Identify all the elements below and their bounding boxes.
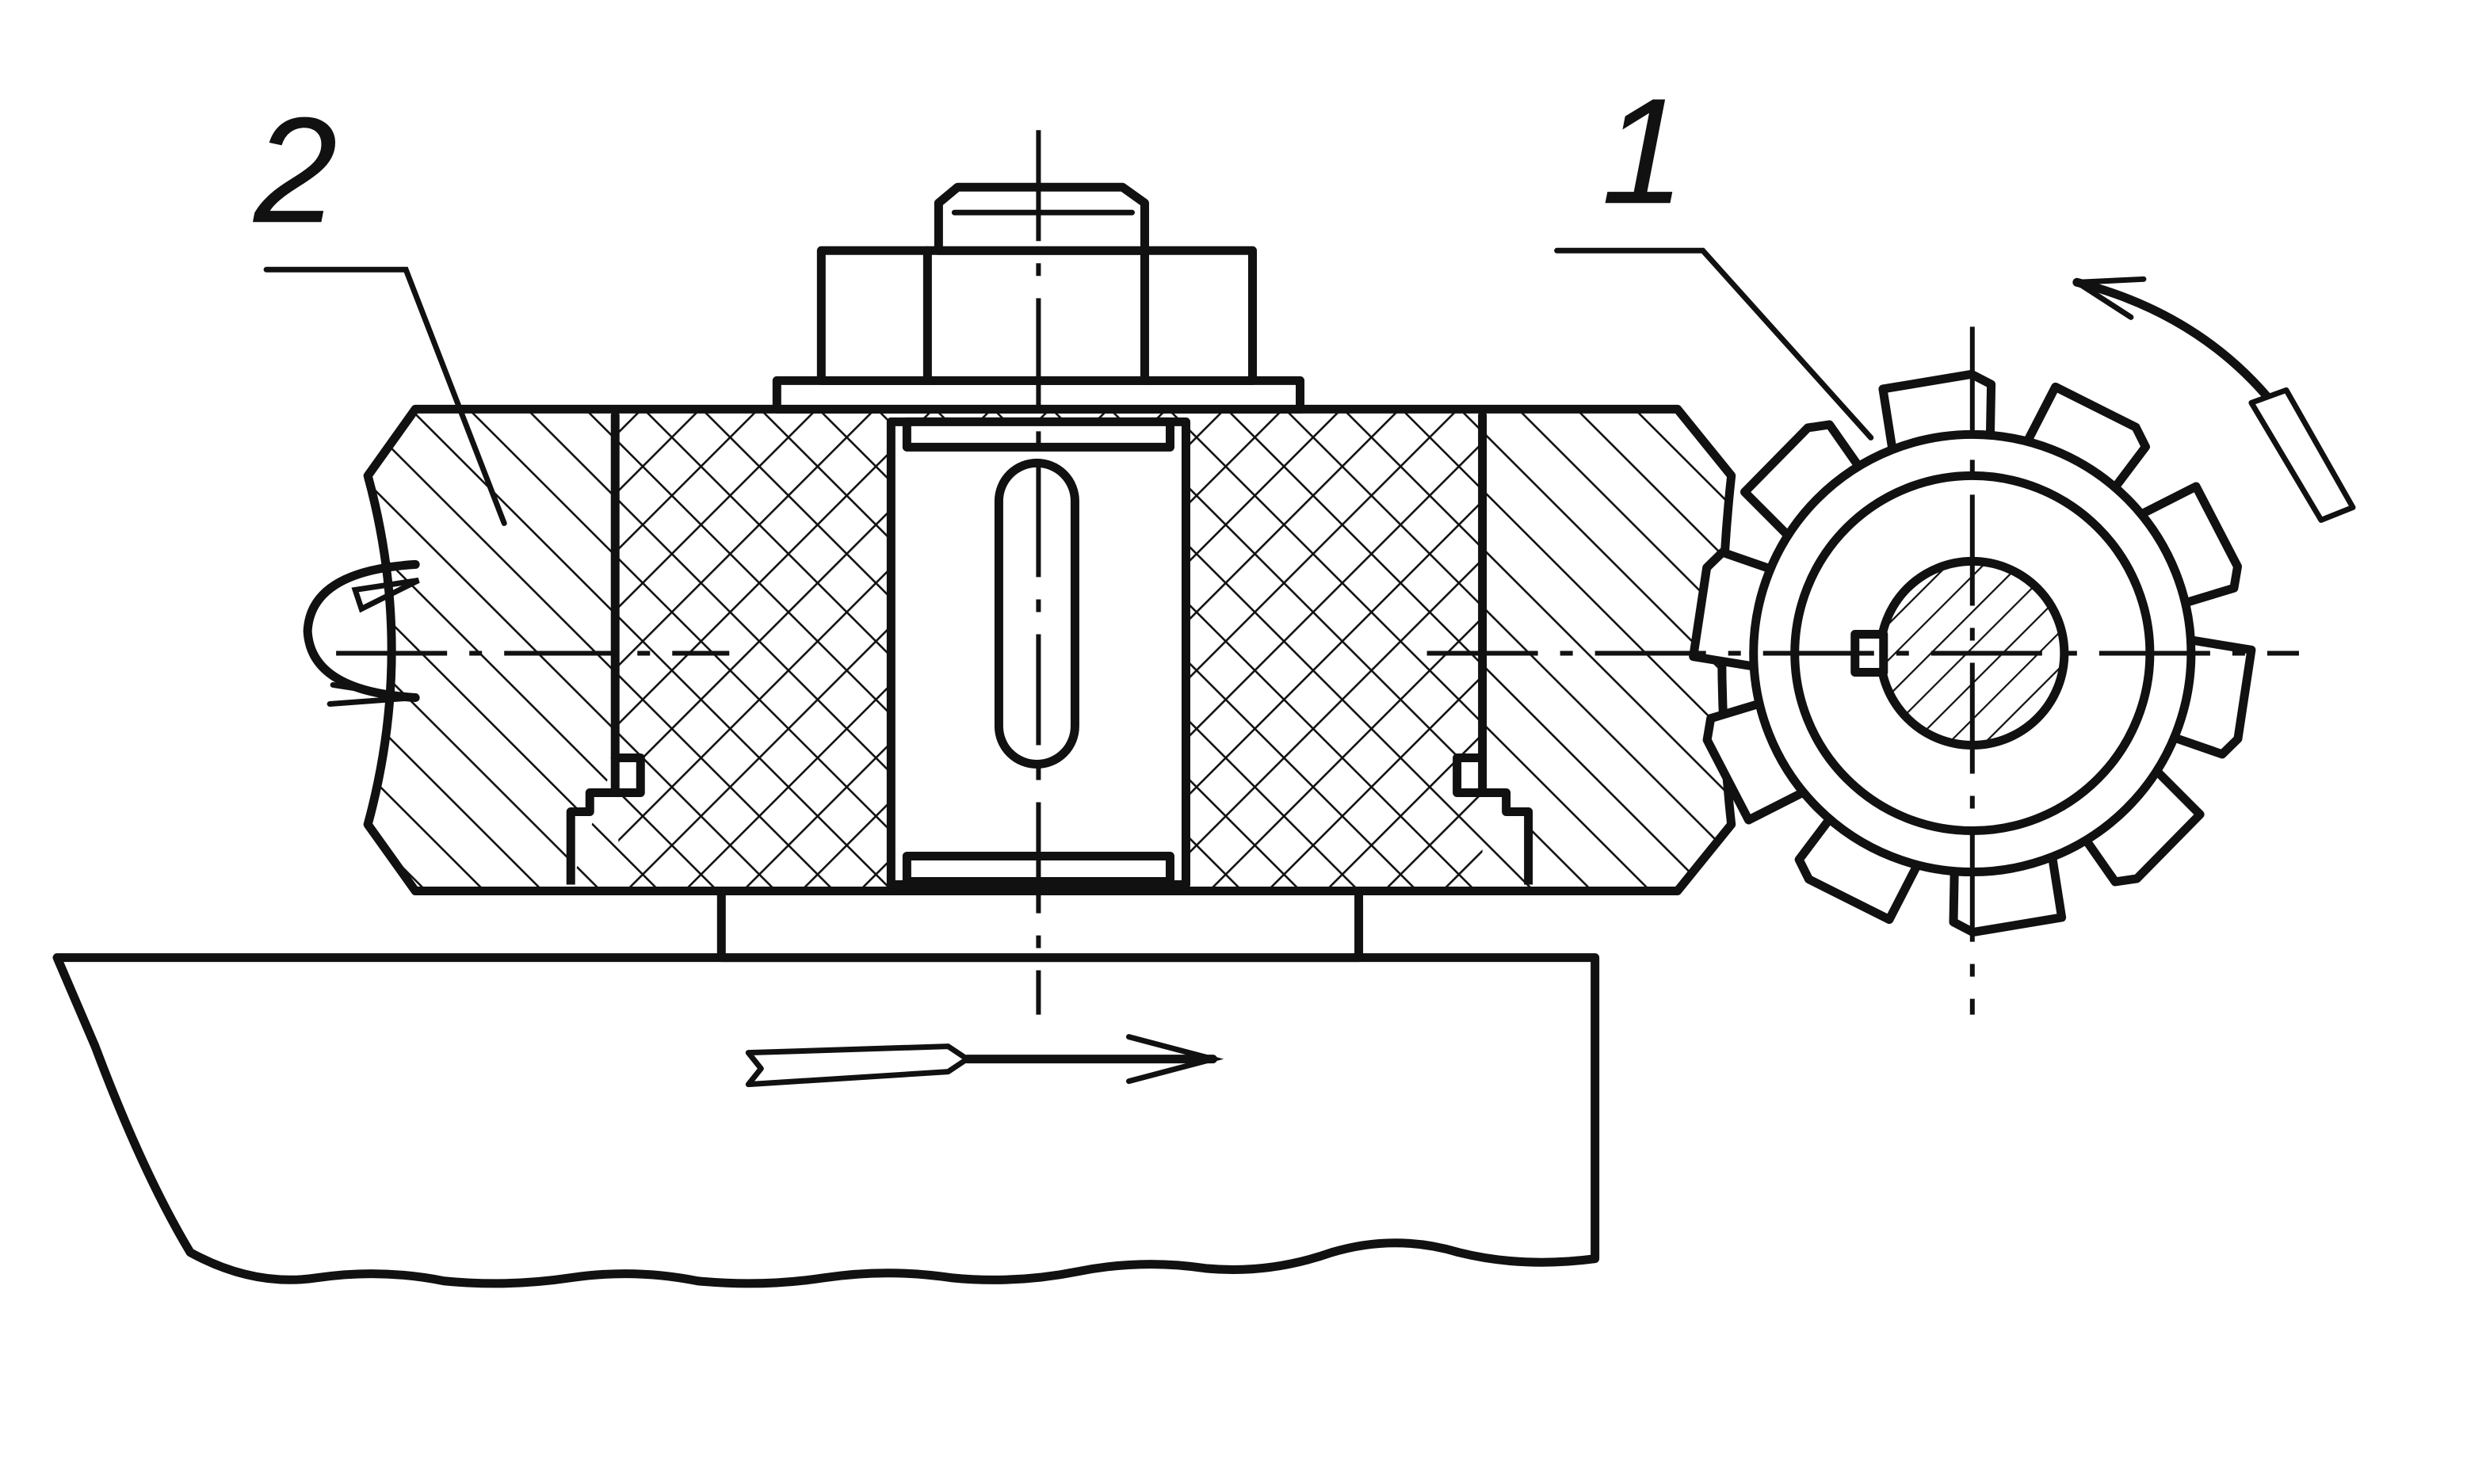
callout-leader-2 — [263, 266, 507, 526]
workpiece — [363, 404, 1736, 896]
callout-leader-1 — [1554, 247, 1874, 441]
center-lines — [336, 130, 2299, 1015]
workpiece-rotation-arrow-icon — [303, 559, 420, 707]
table-feed-arrow-icon — [745, 1034, 1224, 1088]
callout-label-2: 2 — [252, 86, 338, 254]
clamping-bolt-end — [934, 182, 1149, 255]
machine-table — [52, 953, 1600, 1288]
cutter-rotation-arrow-icon — [2072, 276, 2356, 523]
callout-label-1: 1 — [1602, 67, 1686, 235]
